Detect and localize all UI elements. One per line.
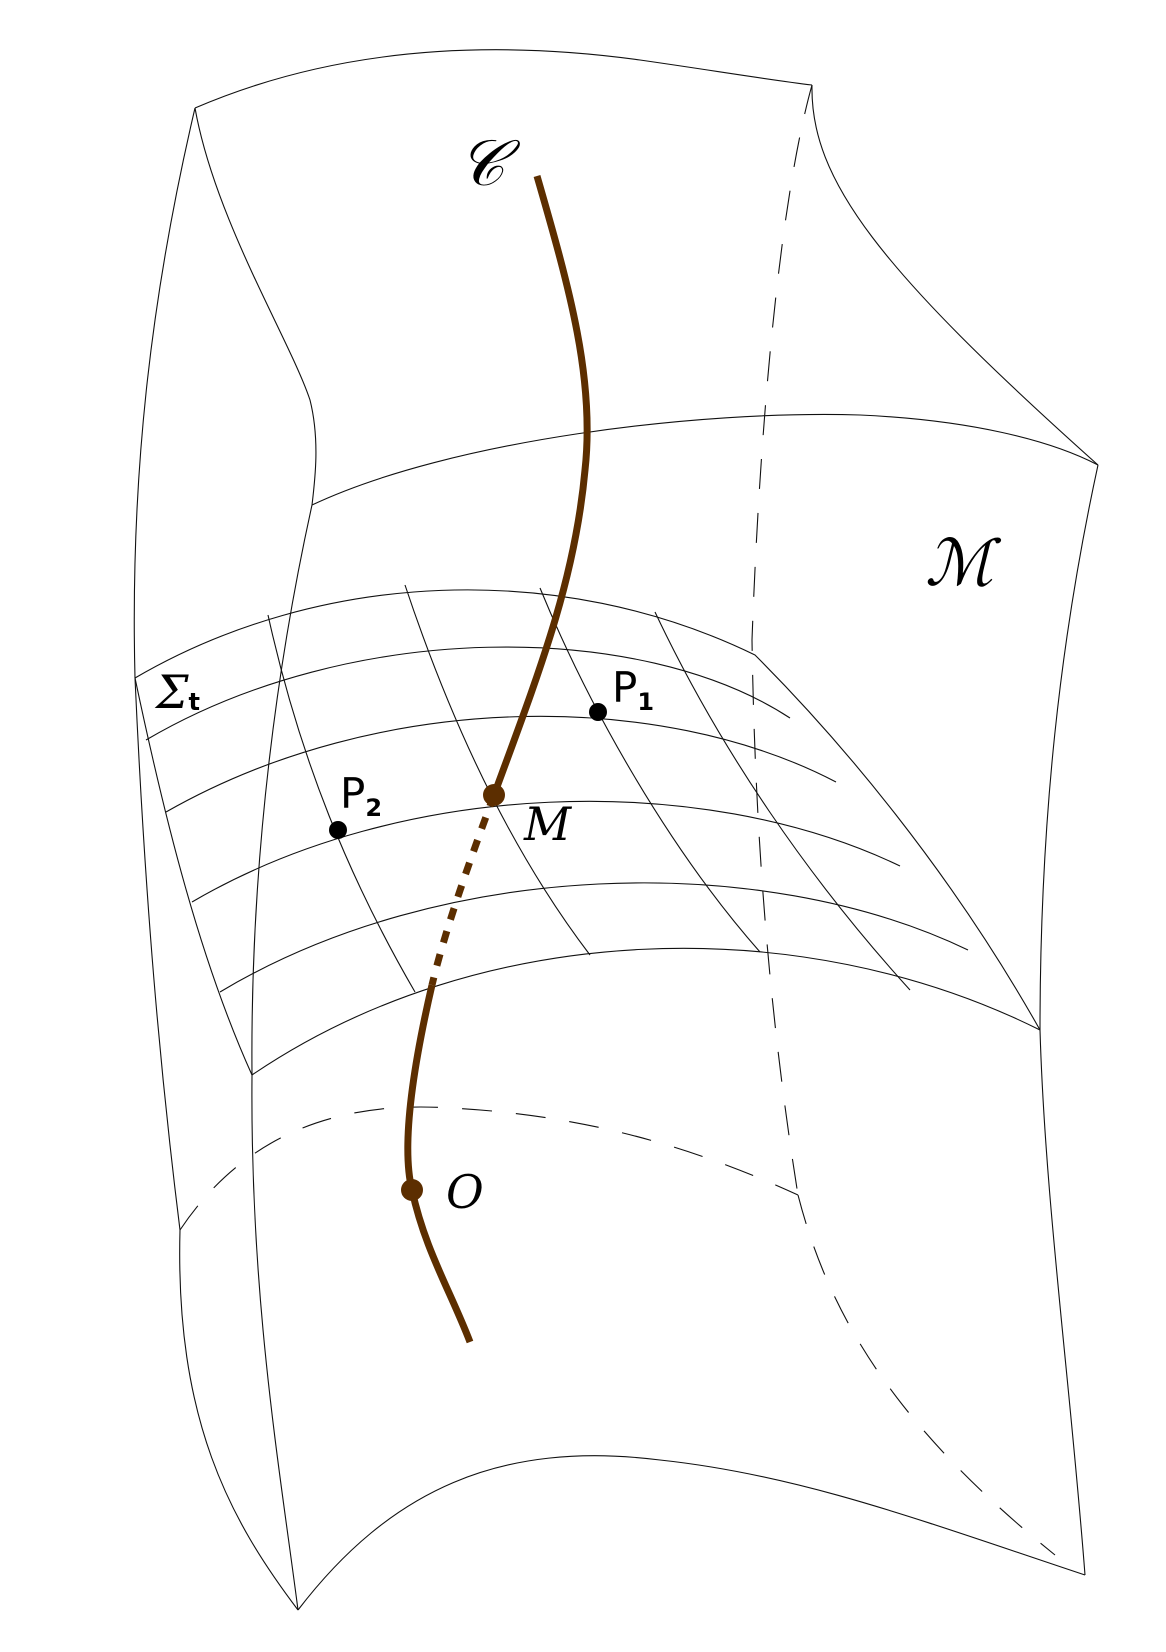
slice-grid-h2: [165, 715, 837, 813]
curve-label: 𝒞: [458, 127, 521, 201]
manifold-right-edge: [1039, 464, 1099, 1576]
point-p2-dot: [329, 821, 347, 839]
manifold-top-right-curve: [811, 84, 1099, 466]
slice-left-edge: [134, 677, 253, 1076]
slice-grid-h4: [219, 882, 969, 993]
manifold-front-upper-edge: [194, 107, 317, 506]
point-p1-label: P1: [612, 663, 654, 716]
slice-grid-v2: [404, 584, 591, 956]
point-o-label: O: [446, 1165, 484, 1219]
manifold-hidden-lower-curve: [179, 1106, 799, 1231]
point-m-label: M: [523, 797, 573, 851]
manifold-label: ℳ: [925, 527, 1002, 601]
point-p2-sub: 2: [365, 794, 382, 822]
worldline-curve: [404, 175, 591, 1344]
manifold-hidden-diagonal: [797, 1194, 1056, 1556]
manifold-hidden-back-edge: [751, 84, 813, 1196]
slice-grid-v1: [267, 614, 416, 993]
slice-label: Σt: [154, 665, 200, 719]
point-m-dot: [483, 784, 505, 806]
manifold-outline: [133, 49, 1099, 1611]
point-p1-dot: [589, 703, 607, 721]
slice-grid-h1: [145, 646, 791, 741]
slice-grid-h3: [191, 800, 901, 903]
point-p2-letter: P: [340, 769, 365, 818]
point-o-dot: [401, 1179, 423, 1201]
curve-hidden-segment: [428, 793, 498, 986]
slice-label-symbol: Σ: [154, 665, 189, 719]
point-p1-sub: 1: [637, 688, 654, 716]
curve-upper-segment: [490, 175, 591, 797]
slice-top-edge: [134, 589, 1041, 1031]
slice-grid-v4: [654, 611, 911, 991]
manifold-top-edge: [194, 49, 813, 109]
point-p2-label: P2: [340, 769, 382, 822]
curve-lower-segment: [404, 984, 474, 1344]
slice-grid-v3: [539, 587, 761, 953]
slice-bottom-edge: [251, 947, 1041, 1076]
manifold-bottom-left-curve: [179, 1229, 299, 1611]
manifold-middle-edge: [311, 413, 1099, 506]
manifold-bottom-edge: [297, 1455, 1086, 1611]
slice-sigma-t: [134, 584, 1041, 1076]
slice-label-sub: t: [189, 688, 200, 716]
point-p1-letter: P: [612, 663, 637, 712]
